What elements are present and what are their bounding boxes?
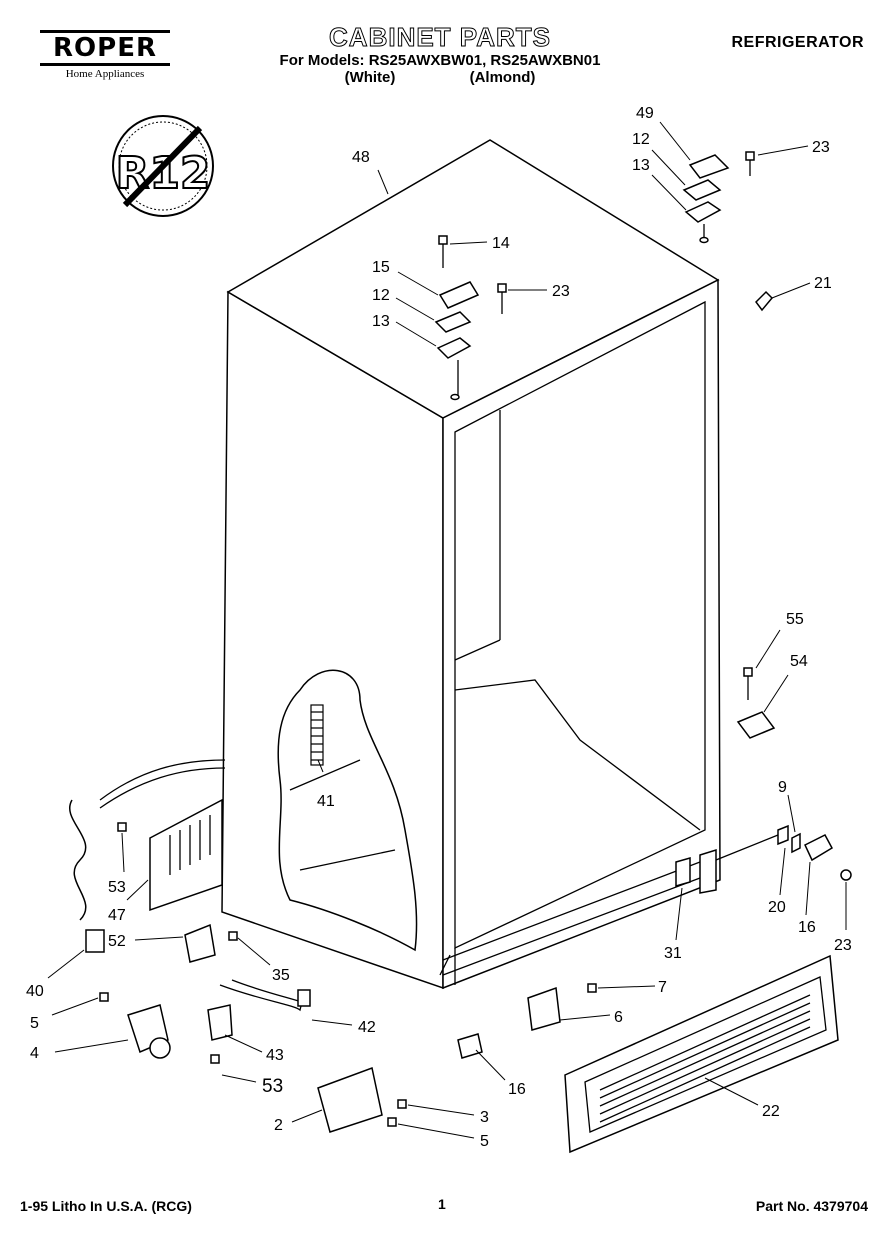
callout-42: 42: [358, 1019, 376, 1036]
page-number: 1: [438, 1196, 446, 1212]
callout-47: 47: [108, 907, 126, 924]
cabinet-shell: [221, 139, 721, 990]
callout-16-right: 16: [798, 919, 816, 936]
leader-lines: [47, 121, 847, 1139]
top-hinge-assembly: [682, 151, 755, 238]
callout-5-lower: 5: [480, 1133, 489, 1150]
part-31: [675, 857, 691, 887]
callout-22: 22: [762, 1103, 780, 1120]
callout-35: 35: [272, 967, 290, 984]
callout-12-top: 12: [632, 131, 650, 148]
callout-21: 21: [814, 275, 832, 292]
callout-48: 48: [352, 149, 370, 166]
callout-49: 49: [636, 105, 654, 122]
models-line: For Models: RS25AWXBW01, RS25AWXBN01: [279, 52, 601, 69]
no-r12-badge: R12: [112, 115, 214, 217]
callout-9: 9: [778, 779, 787, 796]
callout-41: 41: [317, 793, 335, 810]
callout-15: 15: [372, 259, 390, 276]
center-hinge-assembly: [434, 235, 507, 396]
title-block: CABINET PARTS For Models: RS25AWXBW01, R…: [240, 22, 640, 87]
callouts: 48 49 12 13 23 14 15 12 13 23 21 55 54 4…: [26, 105, 852, 1150]
callout-23-center: 23: [552, 283, 570, 300]
bracket-6: [527, 983, 597, 1031]
tube-42: [219, 979, 311, 1012]
right-bracket-parts: [715, 824, 852, 881]
bracket-54: [736, 667, 776, 739]
category-label: REFRIGERATOR: [731, 34, 864, 51]
variant-white: (White): [344, 69, 396, 86]
callout-31: 31: [664, 945, 682, 962]
brand-logo-box: ROPER: [40, 30, 170, 66]
callout-13-center: 13: [372, 313, 390, 330]
callout-53-box: 53: [108, 879, 126, 896]
callout-13-top: 13: [632, 157, 650, 174]
callout-23-right: 23: [834, 937, 852, 954]
part-16-lower: [457, 1033, 483, 1059]
footer-litho: 1-95 Litho In U.S.A. (RCG): [20, 1198, 192, 1214]
callout-53-lower: 53: [262, 1076, 283, 1097]
callout-5-left: 5: [30, 1015, 39, 1032]
grille-22: [564, 954, 839, 1154]
brand-name: ROPER: [53, 33, 157, 63]
callout-40: 40: [26, 983, 44, 1000]
brand-logo: ROPER Home Appliances: [40, 30, 170, 80]
callout-16-lower: 16: [508, 1081, 526, 1098]
callout-43: 43: [266, 1047, 284, 1064]
clamp-52: [184, 923, 238, 963]
footer-part-number: Part No. 4379704: [755, 1198, 868, 1214]
page-title: CABINET PARTS: [329, 22, 551, 53]
callout-20: 20: [768, 899, 786, 916]
badge-text: R12: [115, 148, 210, 199]
callout-4: 4: [30, 1045, 39, 1062]
callout-7: 7: [658, 979, 667, 996]
variant-almond: (Almond): [469, 69, 536, 86]
callout-23-top: 23: [812, 139, 830, 156]
callout-14: 14: [492, 235, 510, 252]
brand-tagline: Home Appliances: [65, 68, 145, 80]
control-box-47: [69, 759, 226, 953]
part-21: [755, 290, 774, 312]
hinge-2: [317, 1066, 407, 1133]
callout-3: 3: [480, 1109, 489, 1126]
callout-54: 54: [790, 653, 808, 670]
callout-2: 2: [274, 1117, 283, 1134]
variant-line: (White) (Almond): [240, 69, 640, 86]
callout-55: 55: [786, 611, 804, 628]
clip-43: [207, 1004, 233, 1064]
callout-6: 6: [614, 1009, 623, 1026]
callout-12-center: 12: [372, 287, 390, 304]
caster-4: [99, 992, 171, 1059]
coil-part-41: [310, 704, 324, 766]
callout-52: 52: [108, 933, 126, 950]
